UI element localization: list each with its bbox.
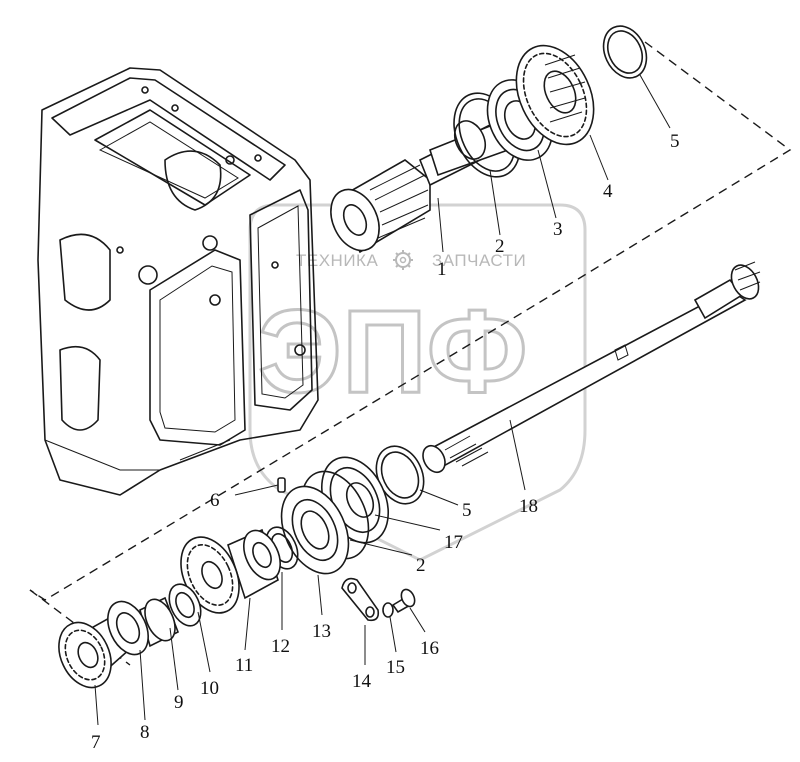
- leader-lines: [94, 74, 671, 726]
- part-label-12: 12: [271, 636, 290, 657]
- part-label-6: 6: [210, 490, 220, 511]
- part-14-lock-plate: [341, 577, 380, 622]
- gear-icon: [393, 250, 413, 270]
- part-11-hub: [227, 528, 281, 600]
- part-label-5: 5: [670, 131, 680, 152]
- part-18-long-shaft: [422, 261, 761, 474]
- part-9-needle-bearing: [168, 583, 202, 627]
- part-15-washer: [382, 602, 394, 618]
- part-label-9: 9: [174, 692, 184, 713]
- gearbox-housing: [37, 67, 319, 496]
- part-label-2: 2: [495, 236, 505, 257]
- part-label-18: 18: [519, 496, 538, 517]
- part-label-7: 7: [91, 732, 101, 753]
- part-7-gear: [58, 600, 149, 689]
- watermark-left-word: ТЕХНИКА: [296, 251, 378, 270]
- part-label-16: 16: [420, 638, 439, 659]
- part-4-gear: [515, 44, 595, 146]
- part-label-13: 13: [312, 621, 331, 642]
- part-label-11: 11: [235, 655, 253, 676]
- part-label-4: 4: [603, 181, 613, 202]
- part-label-5b: 5: [462, 500, 472, 521]
- part-label-10: 10: [200, 678, 219, 699]
- part-labels: 1 2 3 4 5 6 7 8 9 10 11 12 13 14 15 16 5…: [91, 131, 680, 753]
- watermark: ТЕХНИКА ЗАПЧАСТИ ЭПФ: [248, 203, 587, 562]
- upper-shaft-assembly: [330, 25, 648, 254]
- part-8-spacer: [139, 596, 180, 648]
- watermark-right-word: ЗАПЧАСТИ: [432, 251, 526, 270]
- part-label-15: 15: [386, 657, 405, 678]
- part-label-8: 8: [140, 722, 150, 743]
- part-label-17: 17: [444, 532, 463, 553]
- part-label-1: 1: [437, 259, 447, 280]
- part-16-bolt: [391, 588, 416, 614]
- watermark-logo-letters: ЭПФ: [258, 286, 527, 418]
- part-label-14: 14: [352, 671, 372, 692]
- part-6-pin: [277, 477, 286, 493]
- lower-shaft-assembly: [58, 445, 425, 689]
- part-5-retaining-ring: [602, 25, 648, 79]
- part-label-2b: 2: [416, 555, 426, 576]
- part-label-3: 3: [553, 219, 563, 240]
